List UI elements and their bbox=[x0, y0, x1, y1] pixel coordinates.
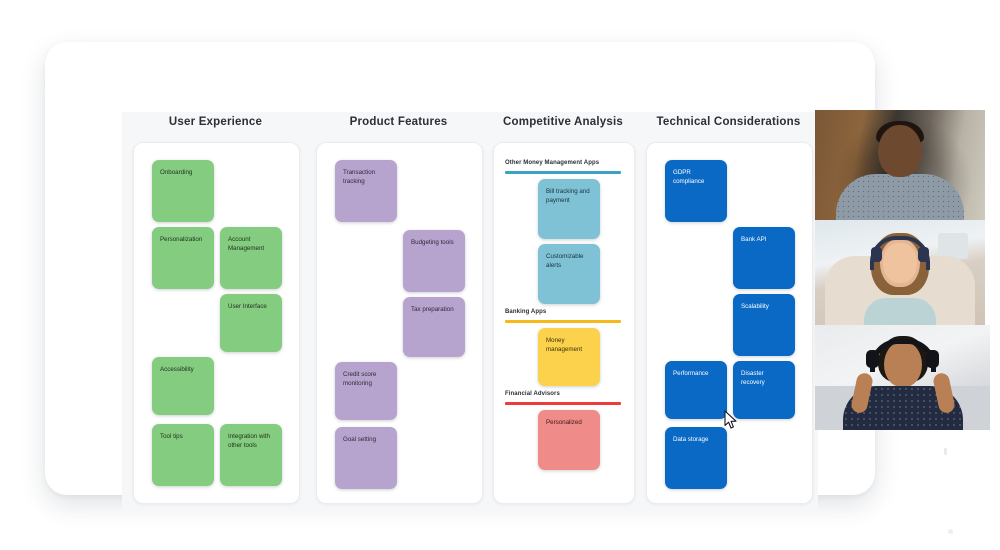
participant-video-feed bbox=[815, 220, 985, 325]
video-participant-strip bbox=[815, 110, 990, 430]
sticky-note[interactable]: Transaction tracking bbox=[335, 160, 397, 222]
section-divider-bar bbox=[505, 402, 621, 405]
column-product-features[interactable]: Product Features Transaction tracking Bu… bbox=[316, 116, 483, 504]
sticky-note[interactable]: Bill tracking and payment bbox=[538, 179, 600, 239]
sticky-note[interactable]: Credit score monitoring bbox=[335, 362, 397, 420]
section-label: Banking Apps bbox=[505, 309, 547, 315]
sticky-note[interactable]: Onboarding bbox=[152, 160, 214, 222]
sticky-note[interactable]: Account Management bbox=[220, 227, 282, 289]
whiteboard-card: User Experience Onboarding Personalizati… bbox=[45, 42, 875, 512]
section-label: Other Money Management Apps bbox=[505, 160, 600, 166]
sticky-note[interactable]: Personalization bbox=[152, 227, 214, 289]
section-divider-bar bbox=[505, 171, 621, 174]
column-title: Competitive Analysis bbox=[503, 116, 623, 128]
sticky-note[interactable]: GDPR compliance bbox=[665, 160, 727, 222]
column-competitive-analysis[interactable]: Competitive Analysis Other Money Managem… bbox=[493, 116, 635, 504]
sticky-note[interactable]: Budgeting tools bbox=[403, 230, 465, 292]
column-title: Product Features bbox=[349, 116, 448, 128]
section-divider-bar bbox=[505, 320, 621, 323]
sticky-note[interactable]: Data storage bbox=[665, 427, 727, 489]
section-label: Financial Advisors bbox=[505, 391, 560, 397]
decorative-speck bbox=[944, 448, 947, 455]
sticky-note[interactable]: User Interface bbox=[220, 294, 282, 352]
video-tile-participant-2[interactable] bbox=[815, 220, 985, 325]
sticky-note[interactable]: Performance bbox=[665, 361, 727, 419]
video-tile-participant-3[interactable] bbox=[815, 325, 990, 430]
sticky-note[interactable]: Tool tips bbox=[152, 424, 214, 486]
sticky-note[interactable]: Money management bbox=[538, 328, 600, 386]
whiteboard-canvas[interactable]: User Experience Onboarding Personalizati… bbox=[122, 112, 818, 512]
sticky-note[interactable]: Disaster recovery bbox=[733, 361, 795, 419]
column-title: User Experience bbox=[168, 116, 263, 128]
sticky-note[interactable]: Personalized bbox=[538, 410, 600, 470]
participant-video-feed bbox=[815, 110, 985, 220]
sticky-note[interactable]: Customizable alerts bbox=[538, 244, 600, 304]
video-tile-participant-1[interactable] bbox=[815, 110, 985, 220]
sticky-note[interactable]: Tax preparation bbox=[403, 297, 465, 357]
sticky-note[interactable]: Accessibility bbox=[152, 357, 214, 415]
sticky-note[interactable]: Bank API bbox=[733, 227, 795, 289]
column-title: Technical Considerations bbox=[656, 116, 801, 128]
column-user-experience[interactable]: User Experience Onboarding Personalizati… bbox=[133, 116, 300, 504]
sticky-note[interactable]: Goal setting bbox=[335, 427, 397, 489]
decorative-speck bbox=[948, 529, 953, 534]
participant-video-feed bbox=[815, 325, 990, 430]
sticky-note[interactable]: Integration with other tools bbox=[220, 424, 282, 486]
sticky-note[interactable]: Scalability bbox=[733, 294, 795, 356]
column-technical-considerations[interactable]: Technical Considerations GDPR compliance… bbox=[646, 116, 813, 504]
